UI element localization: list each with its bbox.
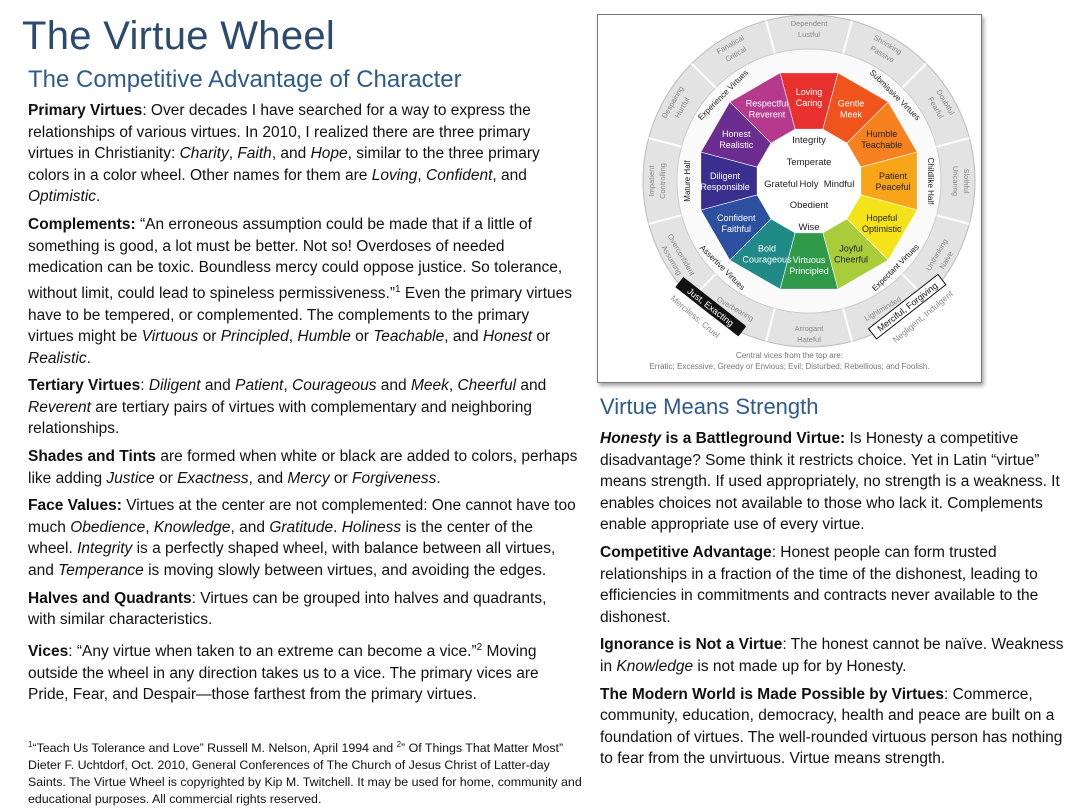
left-column: Primary Virtues: Over decades I have sea…	[28, 100, 578, 712]
vice-label: Hateful	[797, 335, 821, 344]
center-label: Integrity	[792, 135, 826, 146]
paragraph-modern-world: The Modern World is Made Possible by Vir…	[600, 685, 1063, 768]
segment-label: Joyful	[839, 244, 863, 254]
paragraph-ignorance: Ignorance is Not a Virtue: The honest ca…	[600, 636, 1064, 675]
segment-label: Gentle	[838, 98, 865, 108]
paragraph-primary-virtues: Primary Virtues: Over decades I have sea…	[28, 102, 540, 206]
segment-label: Bold	[758, 244, 776, 254]
paragraph-competitive-advantage: Competitive Advantage: Honest people can…	[600, 543, 1039, 626]
vice-label: Impatient	[647, 165, 656, 197]
segment-label: Principled	[789, 266, 829, 276]
right-column: Honesty is a Battleground Virtue: Is Hon…	[600, 428, 1070, 776]
wheel-caption-2: Erratic; Excessive; Greedy or Envious; E…	[649, 362, 930, 371]
center-label: Wise	[798, 222, 819, 233]
footnote: 1“Teach Us Tolerance and Love” Russell M…	[28, 740, 582, 807]
segment-label: Cheerful	[834, 255, 868, 265]
segment-label: Realistic	[719, 140, 754, 150]
segment-label: Optimistic	[862, 224, 902, 234]
vice-label: Arrogant	[795, 324, 825, 333]
paragraph-shades: Shades and Tints are formed when white o…	[28, 448, 578, 487]
center-label: Grateful	[764, 179, 798, 190]
paragraph-halves: Halves and Quadrants: Virtues can be gro…	[28, 589, 547, 629]
center-label: Temperate	[787, 157, 832, 168]
segment-label: Respectful	[746, 98, 789, 108]
paragraph-tertiary: Tertiary Virtues: Diligent and Patient, …	[28, 377, 547, 438]
center-label: Holy	[799, 179, 818, 190]
segment-label: Loving	[796, 87, 823, 97]
vice-label: Controlling	[658, 163, 667, 199]
half-label: Mature Half	[683, 160, 692, 202]
wheel-caption-1: Central vices from the top are:	[735, 351, 844, 360]
page-title: The Virtue Wheel	[22, 14, 336, 58]
segment-label: Peaceful	[875, 182, 910, 192]
vice-label: Lustful	[798, 30, 820, 39]
paragraph-vices: Vices: “Any virtue when taken to an extr…	[28, 641, 539, 704]
segment-label: Patient	[879, 171, 908, 181]
segment-label: Hopeful	[866, 213, 897, 223]
segment-label: Honest	[722, 129, 751, 139]
segment-label: Reverent	[749, 109, 786, 119]
segment-label: Faithful	[721, 224, 751, 234]
wheel-center	[756, 128, 862, 234]
paragraph-complements: Complements: “An erroneous assumption co…	[28, 215, 572, 367]
vice-label: Uncaring	[951, 166, 960, 196]
segment-label: Diligent	[710, 171, 741, 181]
segment-label: Responsible	[700, 182, 750, 192]
segment-label: Courageous	[742, 255, 792, 265]
vice-label: Slothful	[962, 168, 971, 193]
segment-label: Teachable	[861, 140, 902, 150]
right-heading: Virtue Means Strength	[600, 394, 819, 419]
paragraph-honesty: Honesty is a Battleground Virtue: Is Hon…	[600, 430, 1060, 534]
paragraph-face-values: Face Values: Virtues at the center are n…	[28, 497, 576, 580]
segment-label: Meek	[840, 109, 863, 119]
segment-label: Virtuous	[793, 255, 826, 265]
vice-label: Dependent	[791, 19, 829, 28]
page-subtitle: The Competitive Advantage of Character	[28, 66, 462, 93]
segment-label: Confident	[717, 213, 756, 223]
segment-label: Caring	[796, 98, 823, 108]
center-label: Obedient	[790, 200, 829, 211]
half-label: Childlike Half	[926, 158, 935, 205]
segment-label: Humble	[866, 129, 897, 139]
center-label: Mindful	[824, 179, 855, 190]
